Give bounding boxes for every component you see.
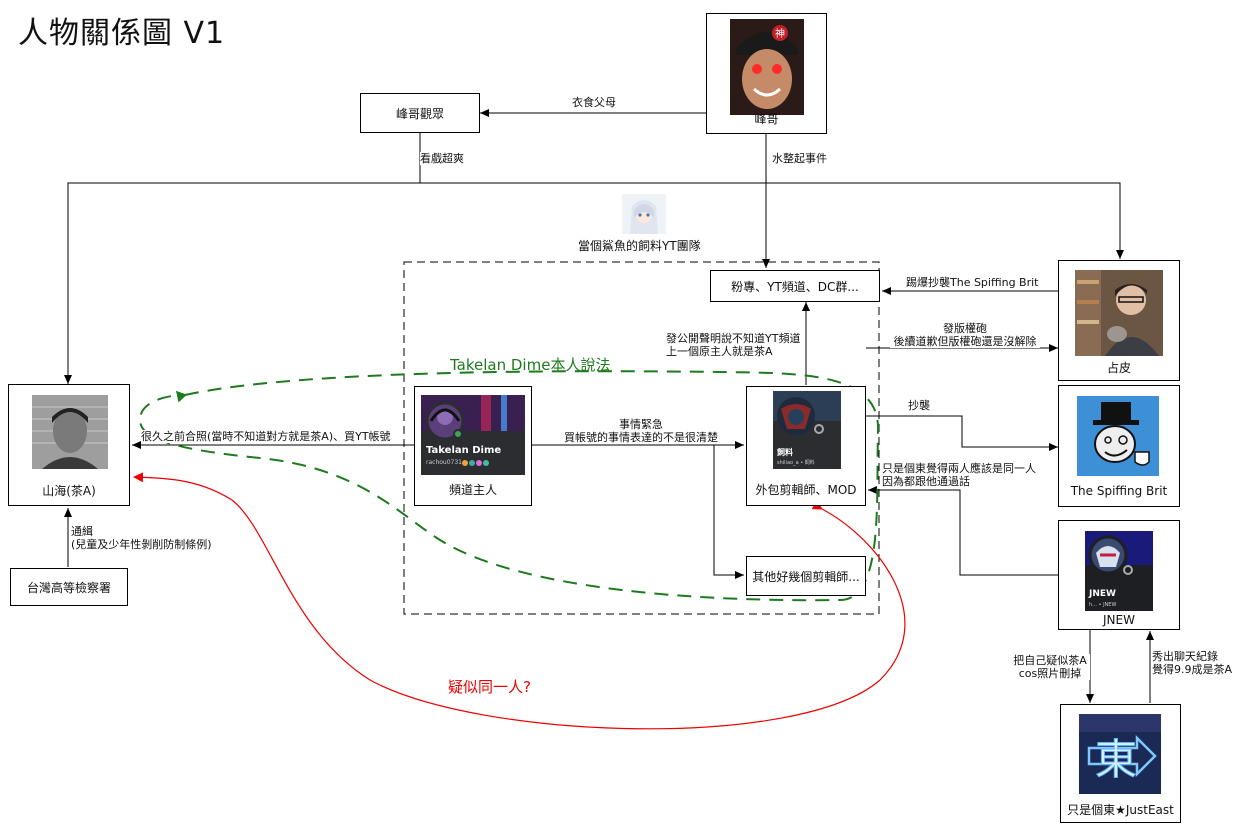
- node-shanhai[interactable]: 山海(茶A): [8, 384, 130, 506]
- edge-label-old-photo: 很久之前合照(當時不知道對方就是茶A)、買YT帳號: [141, 430, 391, 443]
- same-person-curve: [133, 472, 906, 730]
- takelan-card-name: Takelan Dime: [426, 445, 502, 456]
- editor-mod-label: 外包剪輯師、MOD: [755, 483, 857, 497]
- edge-owner-others: [713, 445, 744, 579]
- justeast-logo-icon: 東: [1079, 714, 1161, 794]
- edge-label-urgent-line2: 買帳號的事情表達的不是很清楚: [564, 431, 718, 444]
- node-fengge-audience[interactable]: 峰哥觀眾: [360, 93, 480, 133]
- channel-owner-label: 頻道主人: [448, 483, 497, 497]
- edge-label-chat: 秀出聊天紀錄 覺得9.9成是茶A: [1152, 650, 1233, 676]
- jnew-card-name: JNEW: [1089, 589, 1116, 599]
- edge-label-chat-line2: 覺得9.9成是茶A: [1152, 663, 1233, 676]
- edge-audience-shanhai: [64, 133, 421, 384]
- edge-label-delete-line2: cos照片刪掉: [1018, 667, 1082, 680]
- svg-text:東: 東: [1095, 735, 1137, 784]
- edge-label-delete-line1: 把自己疑似茶A: [1013, 654, 1087, 667]
- node-justeast[interactable]: 東 只是個東★JustEast: [1060, 704, 1181, 823]
- svg-text:神: 神: [775, 27, 785, 40]
- edge-label-same-person: 只是個東覺得兩人應該是同一人 因為都跟他通過話: [882, 462, 1036, 488]
- jnew-card-handle: h... • JNEW: [1089, 602, 1117, 608]
- node-fans-channels[interactable]: 粉專、YT頻道、DC群...: [710, 270, 880, 302]
- same-person-note: 疑似同一人?: [448, 678, 531, 696]
- edge-label-wanted-line1: 通緝: [71, 525, 93, 538]
- edge-label-wanted: 通緝 (兒童及少年性剝削防制條例): [71, 525, 212, 551]
- takelan-card-icon: Takelan Dime rachou0731: [421, 395, 525, 475]
- edge-label-urgent-line1: 事情緊急: [619, 418, 663, 431]
- editor-card-name: 飼料: [777, 448, 793, 457]
- edge-label-plagiarize: 抄襲: [908, 399, 930, 412]
- node-fengge[interactable]: 神 峰哥: [706, 13, 827, 134]
- node-editor-mod[interactable]: 飼料 shiliao_a • 飼料 外包剪輯師、MOD: [746, 386, 866, 506]
- takelan-card-handle: rachou0731: [426, 459, 462, 466]
- edge-label-urgent: 事情緊急 買帳號的事情表達的不是很清楚: [552, 418, 730, 444]
- fengge-photo-icon: 神: [730, 19, 804, 115]
- team-boundary: [403, 261, 880, 615]
- edge-label-food-parents: 衣食父母: [572, 96, 616, 109]
- diagram-title: 人物關係圖 V1: [18, 16, 226, 51]
- takelan-claim-loop: [138, 370, 880, 602]
- node-zhanpi[interactable]: 占皮: [1058, 260, 1180, 381]
- edge-label-copyright: 發版權砲 後續道歉但版權砲還是沒解除: [890, 322, 1040, 348]
- justeast-label: 只是個東★JustEast: [1067, 803, 1174, 817]
- edge-label-copyright-line1: 發版權砲: [943, 322, 987, 335]
- fengge-label: 峰哥: [754, 112, 779, 126]
- jnew-label: JNEW: [1103, 613, 1135, 627]
- editor-card-handle: shiliao_a • 飼料: [777, 460, 815, 466]
- edge-label-announce-line2: 上一個原主人就是茶A: [666, 345, 773, 358]
- spiffing-logo-icon: [1077, 396, 1159, 476]
- edge-jnew-editor: [868, 486, 1058, 576]
- editor-card-icon: 飼料 shiliao_a • 飼料: [773, 391, 841, 469]
- jnew-card-icon: JNEW h... • JNEW: [1085, 531, 1153, 611]
- edge-label-chat-line1: 秀出聊天紀錄: [1152, 650, 1218, 663]
- shanhai-photo-icon: [32, 395, 108, 469]
- edge-label-announce: 發公開聲明說不知道YT頻道 上一個原主人就是茶A: [666, 332, 801, 358]
- edge-label-water-event: 水整起事件: [772, 152, 827, 165]
- node-channel-owner[interactable]: Takelan Dime rachou0731 頻道主人: [414, 386, 532, 506]
- node-spiffing-brit[interactable]: The Spiffing Brit: [1058, 385, 1180, 507]
- edge-plagiarize: [866, 415, 1058, 451]
- edge-label-same-person-line1: 只是個東覺得兩人應該是同一人: [882, 462, 1036, 475]
- edge-label-watch-fun: 看戲超爽: [420, 152, 464, 165]
- edge-label-delete: 把自己疑似茶A cos照片刪掉: [1010, 654, 1090, 680]
- node-other-editors[interactable]: 其他好幾個剪輯師...: [746, 556, 866, 596]
- shark-avatar-icon: [622, 194, 666, 234]
- edge-to-zhanpi: [420, 182, 1124, 259]
- zhanpi-label: 占皮: [1106, 361, 1131, 375]
- takelan-claim-note: Takelan Dime本人說法: [450, 356, 611, 374]
- node-jnew[interactable]: JNEW h... • JNEW JNEW: [1058, 520, 1180, 630]
- edge-label-wanted-line2: (兒童及少年性剝削防制條例): [71, 538, 212, 551]
- node-prosecutor[interactable]: 台灣高等檢察署: [10, 568, 128, 606]
- edge-label-expose: 踢爆抄襲The Spiffing Brit: [906, 276, 1039, 289]
- edge-label-same-person-line2: 因為都跟他通過話: [882, 475, 970, 488]
- spiffing-label: The Spiffing Brit: [1070, 484, 1168, 498]
- zhanpi-photo-icon: [1075, 270, 1163, 356]
- team-label: 當個鯊魚的飼料YT團隊: [578, 239, 701, 253]
- edge-label-announce-line1: 發公開聲明說不知道YT頻道: [666, 332, 801, 345]
- shanhai-label: 山海(茶A): [42, 484, 96, 498]
- edge-label-copyright-line2: 後續道歉但版權砲還是沒解除: [893, 335, 1037, 348]
